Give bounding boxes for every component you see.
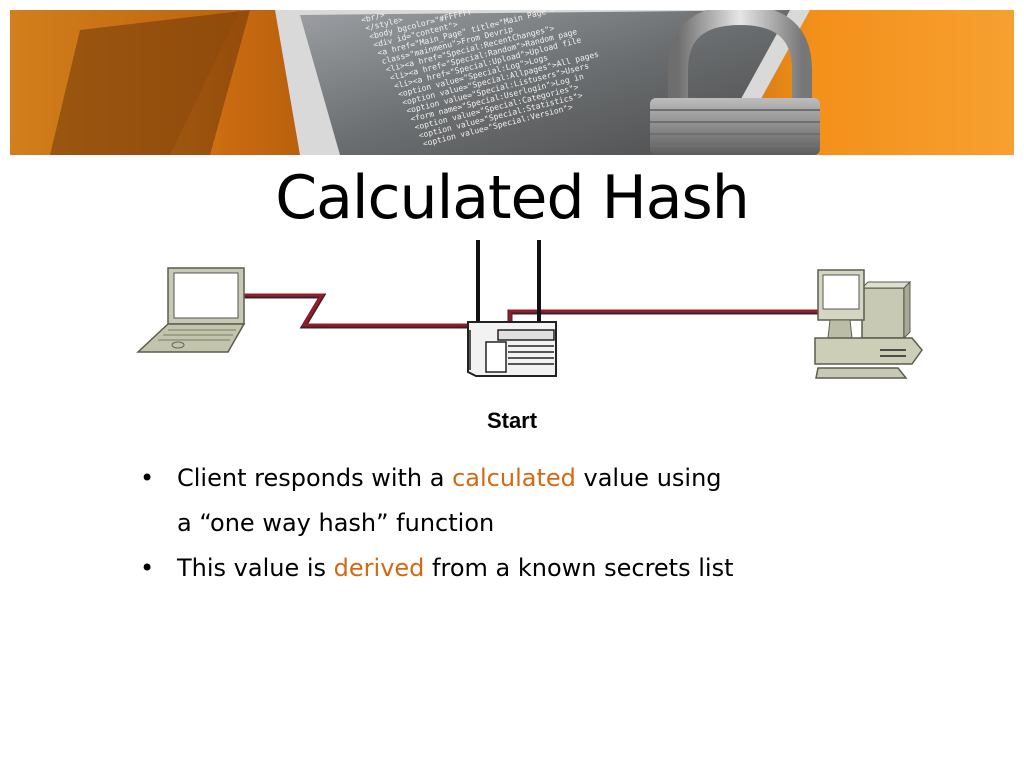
laptop-icon: [136, 267, 246, 353]
cable-laptop-to-access-point: [244, 293, 468, 329]
wireless-access-point-icon: [467, 240, 557, 377]
network-diagram: [136, 240, 923, 379]
bullet-text: Client responds with a: [177, 464, 453, 492]
bullet-text: from a known secrets list: [424, 554, 734, 582]
highlight-text: derived: [333, 554, 425, 582]
bullet-list: • Client responds with a calculated valu…: [140, 456, 900, 591]
server-computer-icon: [814, 269, 923, 379]
header-banner-image: <br/></style><body bgcolor="#FFFFFF"<div…: [10, 10, 1014, 155]
bullet-continuation: a “one way hash” function: [177, 509, 495, 537]
bullet-item: • Client responds with a calculated valu…: [140, 456, 900, 546]
bullet-dot-icon: •: [140, 464, 155, 492]
diagram-start-label: Start: [486, 408, 538, 433]
slide-title: Calculated Hash: [275, 163, 750, 233]
bullet-text: This value is: [177, 554, 334, 582]
code-padlock-banner: <br/></style><body bgcolor="#FFFFFF"<div…: [10, 10, 1014, 155]
bullet-text: value using: [575, 464, 722, 492]
bullet-dot-icon: •: [140, 554, 155, 582]
highlight-text: calculated: [452, 464, 576, 492]
bullet-item: • This value is derived from a known sec…: [140, 546, 900, 591]
